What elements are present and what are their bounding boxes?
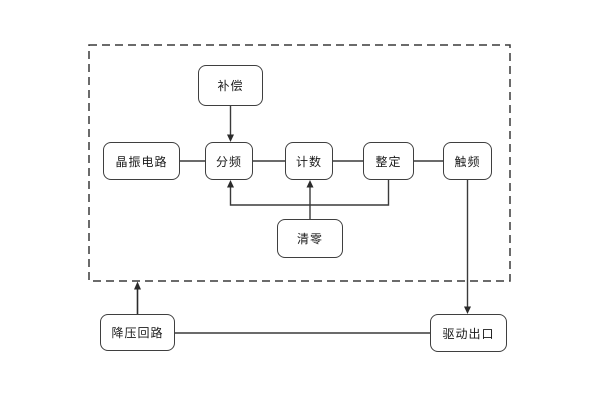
dashed-boundary-box <box>88 44 511 282</box>
node-clear-reset-label: 清零 <box>296 232 323 246</box>
node-drive-output: 驱动出口 <box>430 314 507 352</box>
node-crystal-oscillator-circuit-label: 晶振电路 <box>115 154 168 169</box>
node-setting: 整定 <box>363 142 414 180</box>
arrowhead-into-fenpin-top <box>227 134 234 142</box>
node-frequency-divider: 分频 <box>205 142 253 180</box>
node-counter-label: 计数 <box>295 154 322 169</box>
node-step-down-loop-label: 降压回路 <box>111 326 164 340</box>
arrowhead-into-jishu-bottom <box>306 180 314 188</box>
arrowhead-into-fenpin-bottom <box>227 180 234 188</box>
node-setting-label: 整定 <box>375 154 402 169</box>
arrowhead-into-qudong-top <box>464 306 471 314</box>
node-clear-reset: 清零 <box>277 219 343 258</box>
node-frequency-divider-label: 分频 <box>215 154 242 169</box>
node-compensation: 补偿 <box>198 65 263 106</box>
node-trigger-frequency-label: 触频 <box>454 154 481 169</box>
node-compensation-label: 补偿 <box>217 79 244 93</box>
node-step-down-loop: 降压回路 <box>100 314 175 351</box>
node-trigger-frequency: 触频 <box>443 142 492 180</box>
node-crystal-oscillator-circuit: 晶振电路 <box>103 142 180 180</box>
node-drive-output-label: 驱动出口 <box>442 326 495 341</box>
arrowhead-into-boundary <box>134 281 141 290</box>
node-counter: 计数 <box>285 142 333 180</box>
